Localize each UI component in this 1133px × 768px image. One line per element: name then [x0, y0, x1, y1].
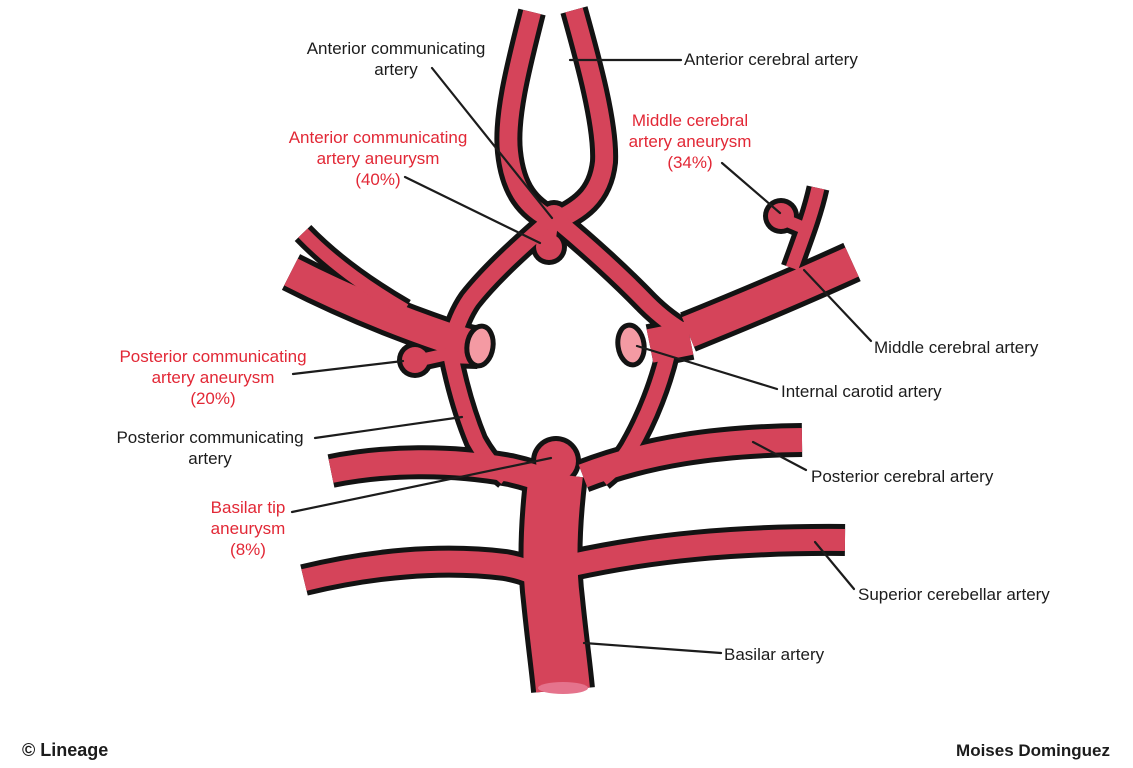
- label-pcom-aneurysm: Posterior communicating artery aneurysm …: [105, 346, 321, 409]
- basilar-cut-face: [538, 682, 588, 694]
- vessel-fill-layer: [284, 7, 859, 694]
- label-middle-cerebral-artery: Middle cerebral artery: [874, 338, 1039, 357]
- acom-aneurysm-bump: [536, 234, 562, 260]
- label-mca-aneurysm: Middle cerebral artery aneurysm (34%): [608, 110, 772, 173]
- internal-carotid-left-cut-face: [464, 323, 496, 369]
- label-basilar-artery: Basilar artery: [724, 645, 825, 664]
- leader-posterior-communicating: [313, 415, 464, 440]
- leader-lines: [290, 58, 873, 655]
- internal-carotid-right-cut-face: [615, 322, 647, 368]
- label-mca-aneurysm-pct: (34%): [667, 153, 713, 172]
- label-basilar-tip-aneurysm: Basilar tip aneurysm (8%): [193, 497, 303, 560]
- a1-segment-right: [553, 215, 692, 342]
- leader-pcom-aneurysm: [291, 359, 405, 376]
- leader-basilar: [582, 641, 723, 655]
- label-acom-aneurysm-pct: (40%): [355, 170, 401, 189]
- posterior-cerebral-artery-right-vessel: [578, 428, 803, 488]
- anterior-cerebral-artery-left: [499, 9, 557, 229]
- label-posterior-cerebral-artery: Posterior cerebral artery: [811, 467, 994, 486]
- credit-lineage: © Lineage: [22, 740, 109, 760]
- label-acom-aneurysm: Anterior communicating artery aneurysm (…: [270, 127, 486, 190]
- mca-left-branch: [298, 228, 409, 316]
- superior-cerebellar-artery-right-vessel: [569, 528, 846, 576]
- middle-cerebral-artery-right-vessel: [682, 247, 859, 347]
- leader-superior-cerebellar: [813, 540, 856, 591]
- leader-posterior-cerebral: [751, 440, 808, 472]
- label-internal-carotid-artery: Internal carotid artery: [781, 382, 942, 401]
- leader-anterior-communicating: [430, 66, 554, 220]
- credit-author: Moises Dominguez: [956, 741, 1110, 760]
- label-pcom-aneurysm-name: Posterior communicating artery aneurysm: [119, 347, 307, 387]
- label-basilar-tip-aneurysm-pct: (8%): [230, 540, 266, 559]
- anterior-cerebral-artery-right: [551, 7, 614, 230]
- label-basilar-tip-aneurysm-name: Basilar tip aneurysm: [210, 498, 286, 538]
- label-posterior-communicating-artery: Posterior communicating artery: [116, 428, 304, 468]
- label-anterior-communicating-artery: Anterior communicating artery: [306, 39, 486, 79]
- leader-mca-aneurysm: [720, 161, 782, 215]
- leader-internal-carotid: [635, 344, 779, 391]
- leader-acom-aneurysm: [403, 175, 542, 245]
- basilar-tip-aneurysm-bump: [536, 441, 576, 481]
- leader-basilar-tip-aneurysm: [290, 456, 553, 514]
- label-mca-aneurysm-name: Middle cerebral artery aneurysm: [628, 111, 752, 151]
- label-anterior-cerebral-artery: Anterior cerebral artery: [684, 50, 858, 69]
- basilar-artery-vessel: [523, 470, 590, 693]
- label-acom-aneurysm-name: Anterior communicating artery aneurysm: [288, 128, 468, 168]
- leader-middle-cerebral: [802, 268, 873, 343]
- internal-carotid-right-stub: [646, 321, 694, 363]
- pcom-aneurysm-bump: [402, 347, 428, 373]
- label-superior-cerebellar-artery: Superior cerebellar artery: [858, 585, 1050, 604]
- label-pcom-aneurysm-pct: (20%): [190, 389, 236, 408]
- mca-right-branch: [785, 186, 825, 271]
